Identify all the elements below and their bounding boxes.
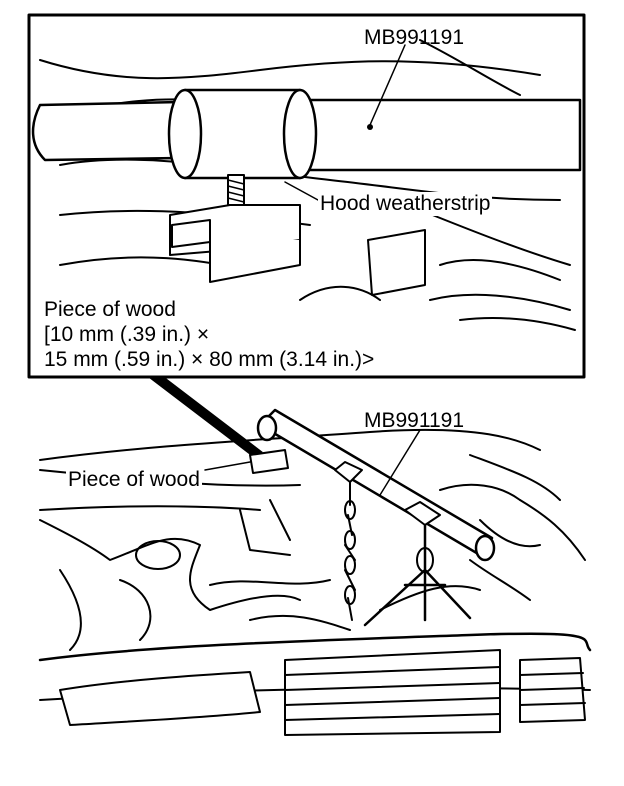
tool-sleeve-end-right (282, 88, 318, 180)
tool-main-sleeve-left (334, 461, 363, 483)
tool-main-end-right (474, 534, 496, 562)
hanger-hook (416, 547, 434, 573)
chain (344, 481, 356, 621)
engine-hose (209, 579, 481, 631)
detail-wood-dim-line2: 15 mm (.59 in.) × 80 mm (3.14 in.)> (42, 348, 377, 372)
engine-block (39, 519, 301, 651)
engine-outline (299, 209, 571, 301)
wood-block-main (249, 449, 289, 474)
chain-link-1 (344, 500, 356, 520)
main-tool-label: MB991191 (364, 409, 465, 432)
screw-threads (227, 179, 245, 203)
grille (284, 649, 586, 736)
detail-tool-label: MB991191 (364, 26, 465, 49)
tool-dot (367, 124, 373, 130)
chain-link-4 (344, 585, 356, 605)
hood-edge-line (39, 59, 541, 80)
leader-tool-main (379, 429, 421, 496)
detail-wood-title: Piece of wood (42, 298, 178, 322)
front-panel (38, 632, 592, 662)
hood-curve-line-2 (419, 39, 521, 96)
chain-link-2 (344, 530, 356, 550)
leader-weatherstrip (284, 181, 319, 201)
hood-right (469, 454, 586, 561)
engine-mid (239, 499, 291, 556)
tool-main-sleeve-right (404, 501, 441, 526)
tool-bar-right (298, 98, 582, 172)
tool-main (256, 408, 496, 562)
engine-cap (135, 540, 181, 570)
wood-block-detail (171, 219, 211, 248)
clamp-leg (209, 239, 301, 283)
engine-parts-right (439, 483, 541, 601)
main-view (38, 408, 592, 736)
detail-wood-dim-line1: [10 mm (.39 in.) × (42, 323, 212, 347)
tool-main-end (256, 414, 278, 442)
hood-outline (39, 428, 541, 461)
chain-link-3 (344, 555, 356, 575)
leader-wood-main (204, 461, 251, 471)
main-wood-label: Piece of wood (66, 468, 202, 492)
tool-sleeve-end (167, 88, 203, 180)
tool-bar-body (31, 100, 182, 162)
clip-plate (367, 229, 426, 296)
detail-weatherstrip-label: Hood weatherstrip (318, 192, 493, 216)
engine-part (429, 259, 576, 331)
headlight-left (59, 671, 261, 726)
leader-tool-detail (369, 44, 406, 126)
